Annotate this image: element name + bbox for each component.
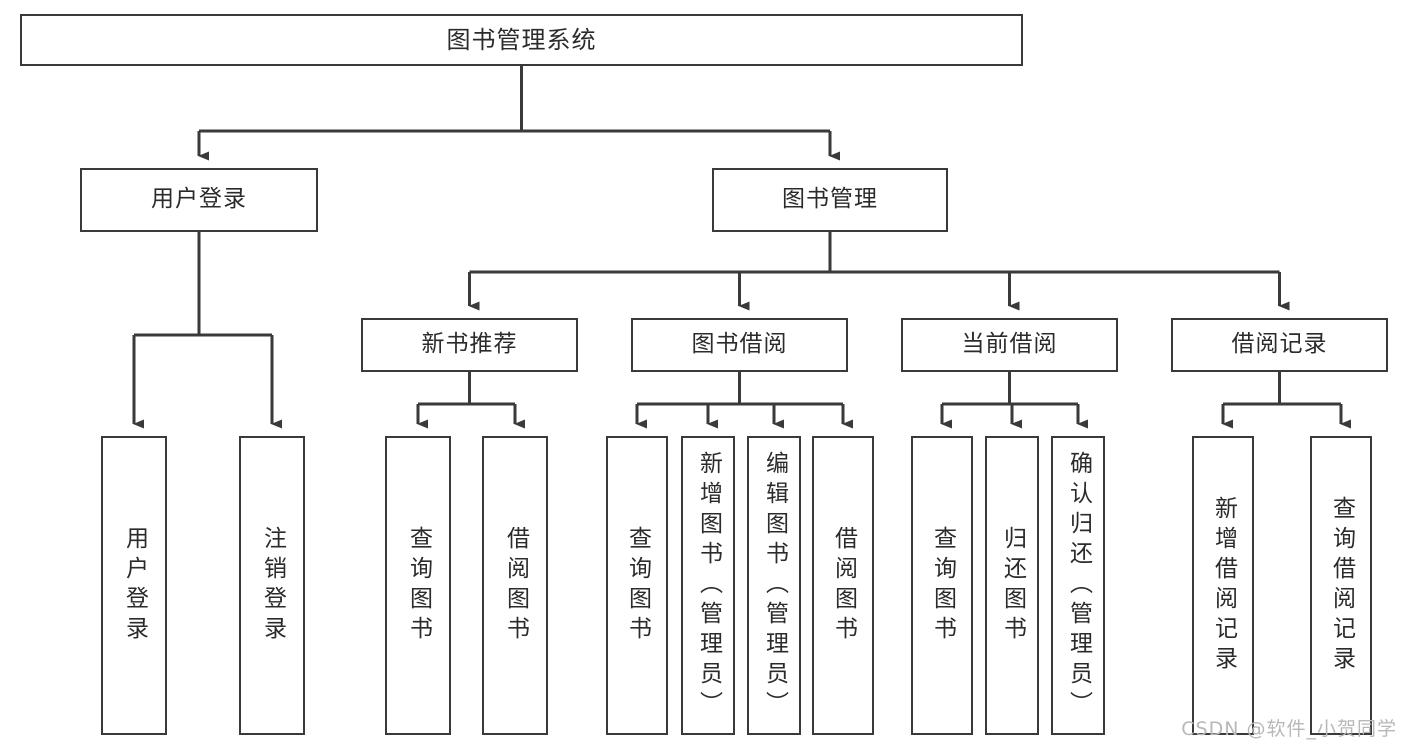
node-label: 新增图书（管理员） bbox=[695, 450, 722, 721]
node-leaf-current-confirm-return[interactable]: 确认归还（管理员） bbox=[1051, 436, 1105, 735]
node-leaf-record-query[interactable]: 查询借阅记录 bbox=[1310, 436, 1372, 735]
node-leaf-user-login[interactable]: 用户登录 bbox=[101, 436, 167, 735]
node-label: 编辑图书（管理员） bbox=[761, 450, 788, 721]
node-label: 注销登录 bbox=[259, 525, 286, 646]
node-leaf-current-query-book[interactable]: 查询图书 bbox=[911, 436, 973, 735]
node-leaf-new-borrow-book[interactable]: 借阅图书 bbox=[482, 436, 548, 735]
node-leaf-borrow-add-book[interactable]: 新增图书（管理员） bbox=[681, 436, 735, 735]
node-book-management-module[interactable]: 图书管理 bbox=[712, 168, 948, 232]
node-user-login-module[interactable]: 用户登录 bbox=[80, 168, 318, 232]
node-label: 查询图书 bbox=[624, 525, 651, 646]
node-leaf-record-add[interactable]: 新增借阅记录 bbox=[1192, 436, 1254, 735]
node-label: 新书推荐 bbox=[421, 331, 518, 358]
node-book-borrow[interactable]: 图书借阅 bbox=[631, 318, 848, 372]
node-label: 借阅图书 bbox=[502, 525, 529, 646]
node-label: 图书管理系统 bbox=[446, 25, 597, 54]
node-leaf-current-return-book[interactable]: 归还图书 bbox=[985, 436, 1039, 735]
node-label: 查询借阅记录 bbox=[1328, 495, 1355, 676]
node-label: 新增借阅记录 bbox=[1210, 495, 1237, 676]
watermark-text: CSDN @软件_小贺同学 bbox=[1181, 718, 1397, 740]
node-label: 归还图书 bbox=[999, 525, 1026, 646]
node-leaf-borrow-edit-book[interactable]: 编辑图书（管理员） bbox=[747, 436, 801, 735]
node-label: 当前借阅 bbox=[961, 331, 1058, 358]
node-label: 借阅图书 bbox=[830, 525, 857, 646]
node-leaf-borrow-borrow-book[interactable]: 借阅图书 bbox=[812, 436, 874, 735]
node-current-borrow[interactable]: 当前借阅 bbox=[901, 318, 1118, 372]
node-label: 用户登录 bbox=[121, 525, 148, 646]
node-leaf-new-query-book[interactable]: 查询图书 bbox=[385, 436, 451, 735]
node-label: 用户登录 bbox=[151, 186, 247, 213]
node-borrow-record[interactable]: 借阅记录 bbox=[1171, 318, 1388, 372]
node-root-system[interactable]: 图书管理系统 bbox=[20, 14, 1023, 66]
node-leaf-user-logout[interactable]: 注销登录 bbox=[239, 436, 305, 735]
node-label: 查询图书 bbox=[929, 525, 956, 646]
node-label: 图书借阅 bbox=[691, 331, 788, 358]
node-label: 确认归还（管理员） bbox=[1065, 450, 1092, 721]
node-leaf-borrow-query-book[interactable]: 查询图书 bbox=[606, 436, 668, 735]
node-label: 借阅记录 bbox=[1231, 331, 1328, 358]
node-label: 查询图书 bbox=[405, 525, 432, 646]
node-new-book-recommend[interactable]: 新书推荐 bbox=[361, 318, 578, 372]
node-label: 图书管理 bbox=[782, 186, 878, 213]
